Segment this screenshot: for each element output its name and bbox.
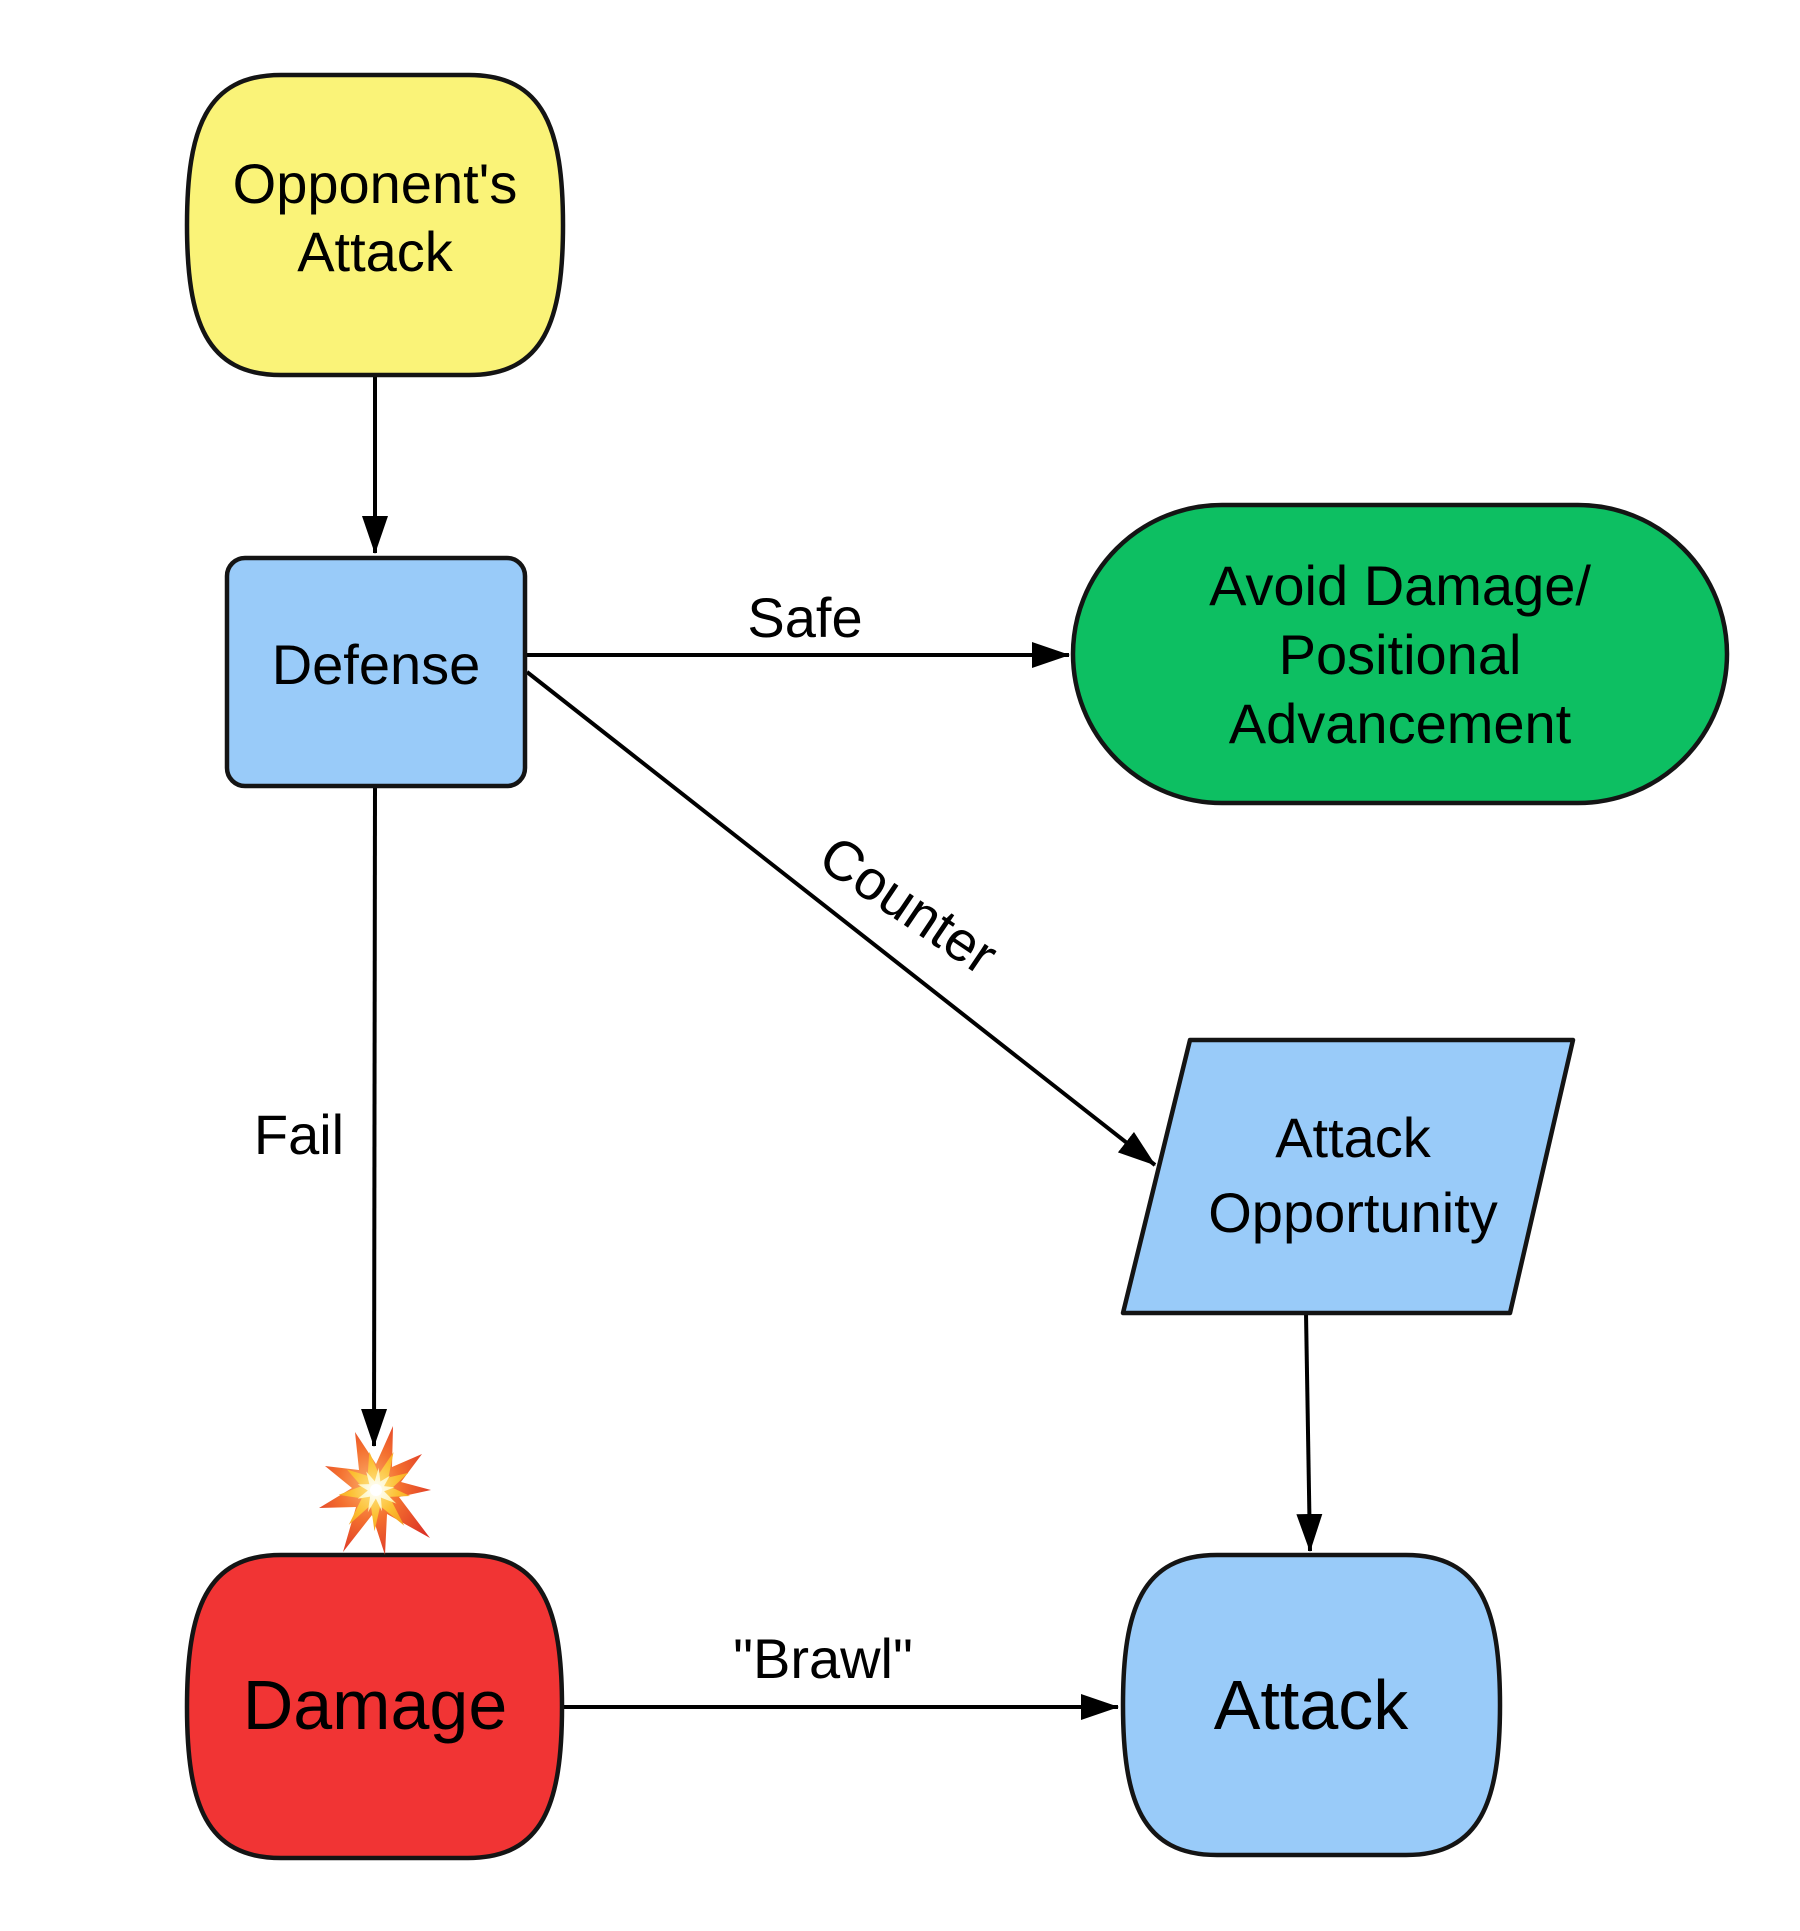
node-attack-opportunity: Attack Opportunity xyxy=(1120,1037,1576,1316)
edge-label-safe: Safe xyxy=(747,586,862,649)
node-attack-opportunity-label-line2: Opportunity xyxy=(1208,1181,1498,1244)
edge-attack-opportunity-to-attack xyxy=(1296,1312,1323,1552)
explosion-core-dot xyxy=(370,1484,382,1496)
node-opponents-attack-label-line2: Attack xyxy=(297,220,454,283)
node-attack: Attack xyxy=(1120,1552,1503,1858)
node-damage-shape xyxy=(184,1552,565,1861)
edge-defense-to-damage xyxy=(361,785,388,1447)
edge-label-brawl: "Brawl" xyxy=(733,1627,913,1690)
node-opponents-attack-label-line1: Opponent's xyxy=(233,152,518,215)
node-attack-opportunity-label-line1: Attack xyxy=(1275,1106,1432,1169)
node-avoid-damage: Avoid Damage/ Positional Advancement xyxy=(1070,502,1730,806)
node-avoid-damage-label-line3: Advancement xyxy=(1229,692,1572,755)
node-defense: Defense xyxy=(224,555,528,789)
node-opponents-attack-shape xyxy=(184,72,566,378)
node-defense-shape xyxy=(224,555,528,789)
node-avoid-damage-shape xyxy=(1070,502,1730,806)
node-damage-label: Damage xyxy=(243,1666,508,1744)
node-defense-label: Defense xyxy=(272,633,481,696)
node-attack-opportunity-shape xyxy=(1120,1037,1576,1316)
node-attack-shape xyxy=(1120,1552,1503,1858)
node-avoid-damage-label-line2: Positional xyxy=(1279,623,1522,686)
edge-label-fail: Fail xyxy=(254,1103,344,1166)
node-avoid-damage-label-line1: Avoid Damage/ xyxy=(1209,554,1591,617)
edge-label-counter: Counter xyxy=(809,823,1009,987)
node-damage: Damage xyxy=(184,1552,565,1861)
explosion-icon xyxy=(319,1426,431,1555)
node-opponents-attack: Opponent's Attack xyxy=(184,72,566,378)
node-attack-label: Attack xyxy=(1214,1666,1410,1744)
edge-defense-to-attack-opportunity xyxy=(525,670,1157,1167)
edges-layer xyxy=(361,375,1323,1720)
